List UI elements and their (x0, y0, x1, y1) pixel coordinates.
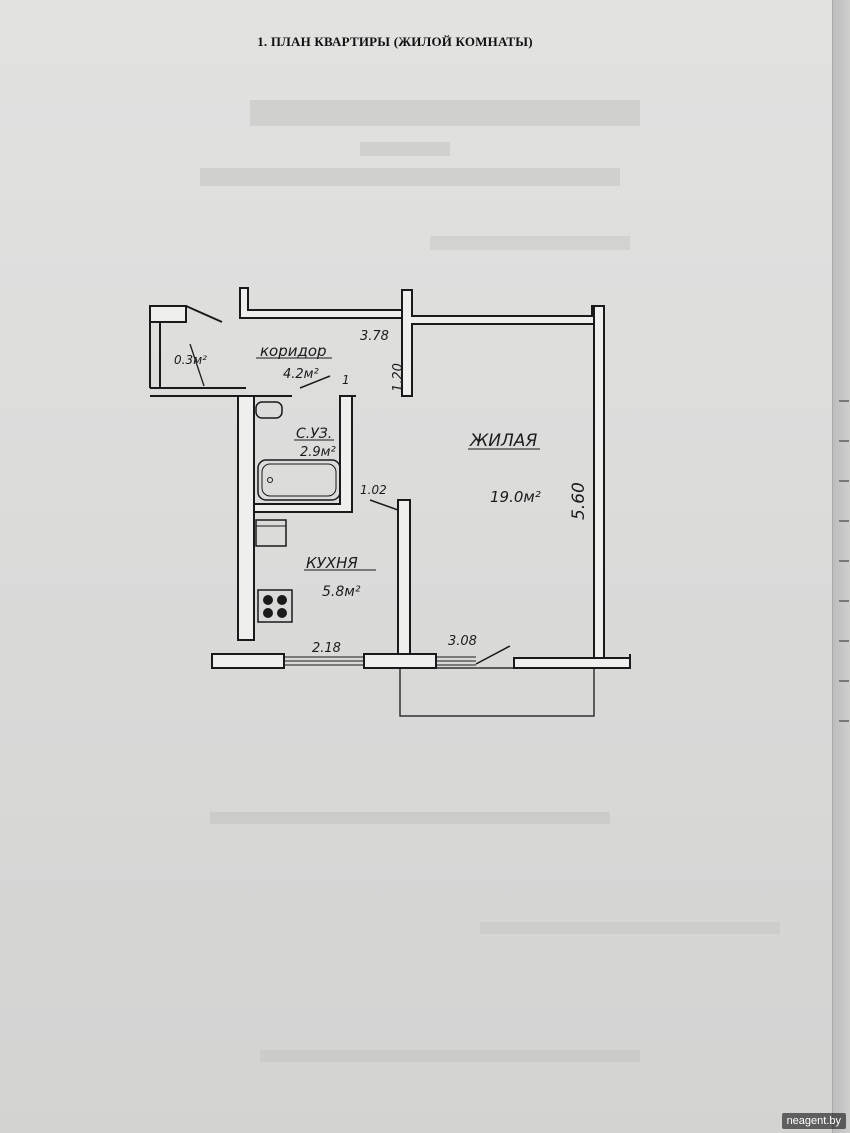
bleed-through-bar (480, 922, 780, 934)
next-page-edge (832, 0, 850, 1133)
dimension-door-bath: 1 (342, 373, 350, 387)
corridor-label: коридор (260, 342, 327, 360)
corridor-area: 4.2м² (283, 367, 319, 382)
kitchen-area: 5.8м² (322, 584, 361, 600)
watermark: neagent.by (781, 1113, 846, 1129)
bleed-through-bar (200, 168, 620, 186)
dimension-door-living: 1.02 (360, 483, 387, 497)
bleed-through-bar (210, 812, 610, 824)
dimension-corridor-height: 1.20 (391, 363, 406, 392)
living-label: ЖИЛАЯ (469, 431, 537, 451)
dimension-corridor-width: 3.78 (360, 329, 389, 344)
bleed-through-bar (360, 142, 450, 156)
dimension-living-width: 3.08 (448, 634, 477, 649)
bleed-through-bar (260, 1050, 640, 1062)
bleed-through-bar (250, 100, 640, 126)
dimension-kitchen-width: 2.18 (312, 641, 341, 656)
kitchen-label: КУХНЯ (306, 554, 358, 572)
bathroom-area: 2.9м² (300, 445, 336, 460)
living-area: 19.0м² (490, 488, 541, 506)
dimension-living-height: 5.60 (569, 482, 589, 520)
closet-area: 0.3м² (174, 353, 207, 367)
bathroom-label: С.УЗ. (296, 426, 332, 442)
bleed-through-bar (430, 236, 630, 250)
page-title: 1. ПЛАН КВАРТИРЫ (ЖИЛОЙ КОМНАТЫ) (257, 34, 533, 49)
